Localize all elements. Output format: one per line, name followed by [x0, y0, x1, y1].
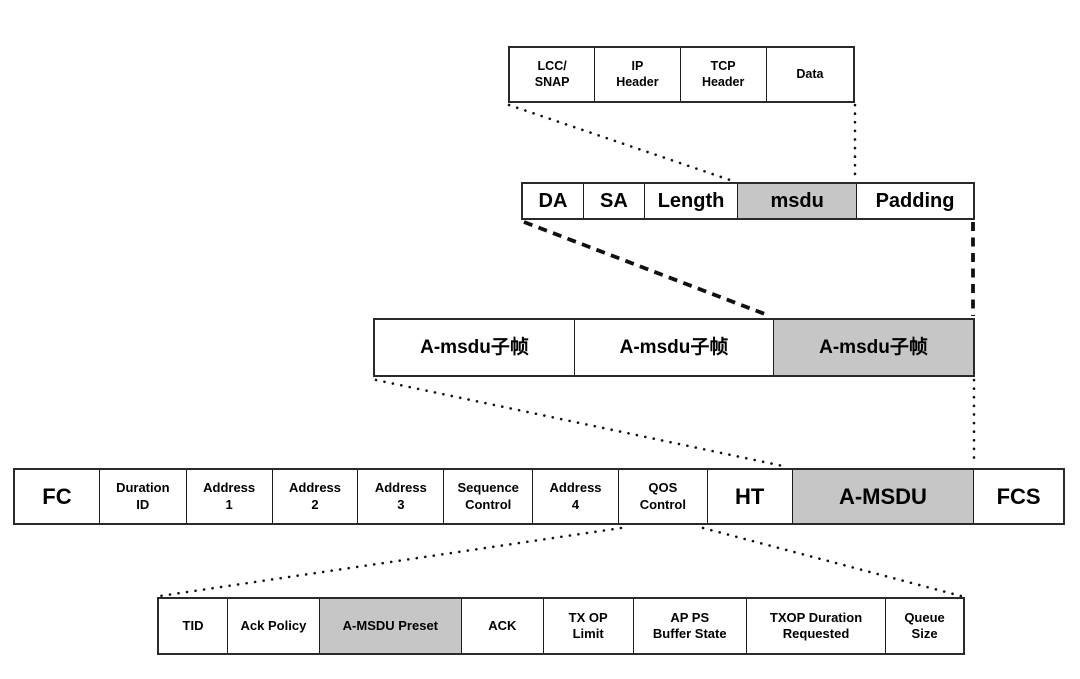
- field-amsdu: A-MSDU: [792, 470, 975, 523]
- field-amsdu-subframe-3: A-msdu子帧: [774, 320, 973, 375]
- field-msdu: msdu: [738, 184, 858, 218]
- field-sa: SA: [583, 184, 645, 218]
- connector-amsdu-to-mac-left: [374, 378, 785, 468]
- field-qos-control: QOS Control: [618, 470, 708, 523]
- field-duration-id: Duration ID: [99, 470, 187, 523]
- field-txop-duration-requested: TXOP Duration Requested: [746, 599, 887, 653]
- field-address-4: Address 4: [533, 470, 619, 523]
- field-address-3: Address 3: [358, 470, 445, 523]
- connector-qos-expand-left: [158, 526, 623, 598]
- field-tid: TID: [159, 599, 229, 653]
- field-amsdu-preset: A-MSDU Preset: [319, 599, 462, 653]
- row-mac-frame: FC Duration ID Address 1 Address 2 Addre…: [13, 468, 1065, 525]
- row-msdu-subframe: DA SA Length msdu Padding: [521, 182, 975, 220]
- field-lcc-snap: LCC/ SNAP: [510, 48, 596, 101]
- field-sequence-control: Sequence Control: [444, 470, 534, 523]
- field-length: Length: [644, 184, 739, 218]
- field-padding: Padding: [857, 184, 973, 218]
- field-fc: FC: [15, 470, 100, 523]
- field-queue-size: Queue Size: [886, 599, 964, 653]
- field-ht: HT: [707, 470, 793, 523]
- field-tcp-header: TCP Header: [680, 48, 767, 101]
- field-amsdu-subframe-1: A-msdu子帧: [375, 320, 575, 375]
- field-ap-ps-buffer-state: AP PS Buffer State: [633, 599, 747, 653]
- field-fcs: FCS: [974, 470, 1064, 523]
- field-ack: ACK: [461, 599, 544, 653]
- connector-subframe-to-amsdu-left: [523, 220, 771, 318]
- row-msdu-payload: LCC/ SNAP IP Header TCP Header Data: [508, 46, 855, 103]
- row-qos-control: TID Ack Policy A-MSDU Preset ACK TX OP L…: [157, 597, 965, 655]
- connector-payload-to-msdu-left: [507, 103, 735, 183]
- field-txop-limit: TX OP Limit: [543, 599, 634, 653]
- field-address-1: Address 1: [186, 470, 273, 523]
- connector-qos-expand-right: [701, 526, 963, 598]
- field-address-2: Address 2: [272, 470, 359, 523]
- field-amsdu-subframe-2: A-msdu子帧: [575, 320, 774, 375]
- field-ack-policy: Ack Policy: [228, 599, 320, 653]
- field-da: DA: [523, 184, 584, 218]
- field-data: Data: [766, 48, 853, 101]
- row-amsdu-aggregate: A-msdu子帧 A-msdu子帧 A-msdu子帧: [373, 318, 975, 377]
- field-ip-header: IP Header: [595, 48, 681, 101]
